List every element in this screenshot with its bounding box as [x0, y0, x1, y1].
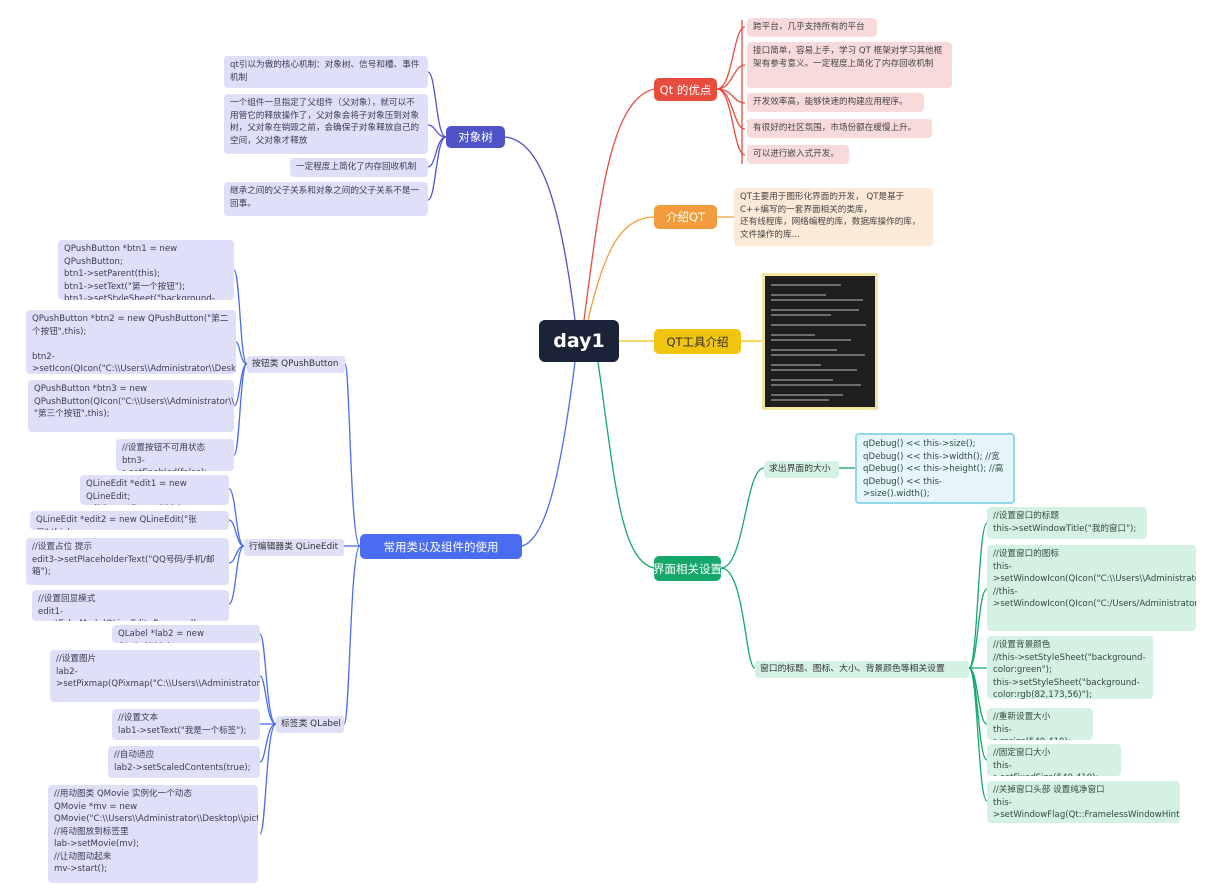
qt-advantage-item: 可以进行嵌入式开发。: [747, 145, 849, 164]
window-setting-item: //关掉窗口头部 设置纯净窗口 this- >setWindowFlag(Qt:…: [987, 781, 1180, 823]
qpushbutton-group-label[interactable]: 按钮类 QPushButton: [247, 356, 345, 373]
window-setting-item: //设置窗口的标题 this->setWindowTitle("我的窗口");: [987, 507, 1147, 539]
qpushbutton-item: //设置按钮不可用状态 btn3->setEnabled(false);: [116, 439, 234, 471]
object-tree-item: 一个组件一旦指定了父组件（父对象），就可以不用管它的释放操作了，父对象会将子对象…: [224, 94, 428, 154]
root-node[interactable]: day1: [539, 320, 619, 362]
window-setting-item: //重新设置大小 this->resize(540,410);: [987, 708, 1093, 740]
object-tree-item: 继承之间的父子关系和对象之间的父子关系不是一回事。: [224, 182, 428, 216]
branch-common-classes[interactable]: 常用类以及组件的使用: [360, 534, 522, 559]
qt-advantage-item: 开发效率高，能够快速的构建应用程序。: [747, 93, 924, 112]
qlineedit-item: //设置回显模式 edit1->setEchoMode(QLineEdit::P…: [32, 590, 229, 621]
qpushbutton-item: QPushButton *btn1 = new QPushButton; btn…: [58, 240, 234, 300]
qlineedit-item: QLineEdit *edit1 = new QLineEdit; edit1-…: [80, 475, 229, 505]
qlineedit-item: //设置占位 提示 edit3->setPlaceholderText("QQ号…: [26, 538, 229, 585]
qlabel-item: //设置图片 lab2- >setPixmap(QPixmap("C:\\Use…: [50, 650, 260, 702]
branch-object-tree[interactable]: 对象树: [446, 126, 505, 148]
qt-advantage-item: 跨平台，几乎支持所有的平台: [747, 18, 877, 37]
branch-qt-advantages[interactable]: Qt 的优点: [654, 78, 717, 101]
code-screenshot-image: [762, 273, 878, 410]
qlabel-item: //自动适应 lab2->setScaledContents(true);: [108, 746, 260, 778]
qpushbutton-item: QPushButton *btn3 = new QPushButton(QIco…: [28, 380, 234, 432]
qpushbutton-item: QPushButton *btn2 = new QPushButton("第二个…: [26, 310, 236, 374]
qt-advantage-item: 有很好的社区氛围，市场份额在缓慢上升。: [747, 119, 932, 138]
window-size-code: qDebug() << this->size(); qDebug() << th…: [855, 433, 1015, 504]
intro-qt-description: QT主要用于图形化界面的开发， QT是基于C++编写的一套界面相关的类库， 还有…: [734, 188, 933, 246]
qlineedit-item: QLineEdit *edit2 = new QLineEdit("张三",th…: [30, 511, 229, 530]
qlabel-item: //设置文本 lab1->setText("我是一个标签");: [112, 709, 260, 740]
qlineedit-group-label[interactable]: 行编辑器类 QLineEdit: [244, 539, 344, 556]
window-size-group-label[interactable]: 求出界面的大小: [764, 461, 839, 478]
qt-advantage-item: 接口简单，容易上手，学习 QT 框架对学习其他框架有参考意义。一定程度上简化了内…: [747, 42, 952, 88]
qlabel-item: //用动图类 QMovie 实例化一个动态 QMovie *mv = new Q…: [48, 785, 258, 883]
object-tree-item: 一定程度上简化了内存回收机制: [290, 158, 428, 177]
branch-intro-qt[interactable]: 介绍QT: [654, 205, 717, 229]
branch-ui-settings[interactable]: 界面相关设置: [653, 556, 722, 581]
window-settings-group-label[interactable]: 窗口的标题、图标、大小、背景颜色等相关设置: [755, 661, 969, 678]
qlabel-item: QLabel *lab2 = new QLabel(this);: [112, 625, 260, 643]
window-setting-item: //固定窗口大小 this->setFixedSize(540,410);: [987, 744, 1121, 776]
object-tree-item: qt引以为傲的核心机制：对象树、信号和槽、事件机制: [224, 56, 428, 88]
branch-qt-tools[interactable]: QT工具介绍: [654, 329, 741, 354]
window-setting-item: //设置背景颜色 //this->setStyleSheet("backgrou…: [987, 636, 1153, 699]
qlabel-group-label[interactable]: 标签类 QLabel: [276, 716, 344, 733]
window-setting-item: //设置窗口的图标 this- >setWindowIcon(QIcon("C:…: [987, 545, 1196, 631]
